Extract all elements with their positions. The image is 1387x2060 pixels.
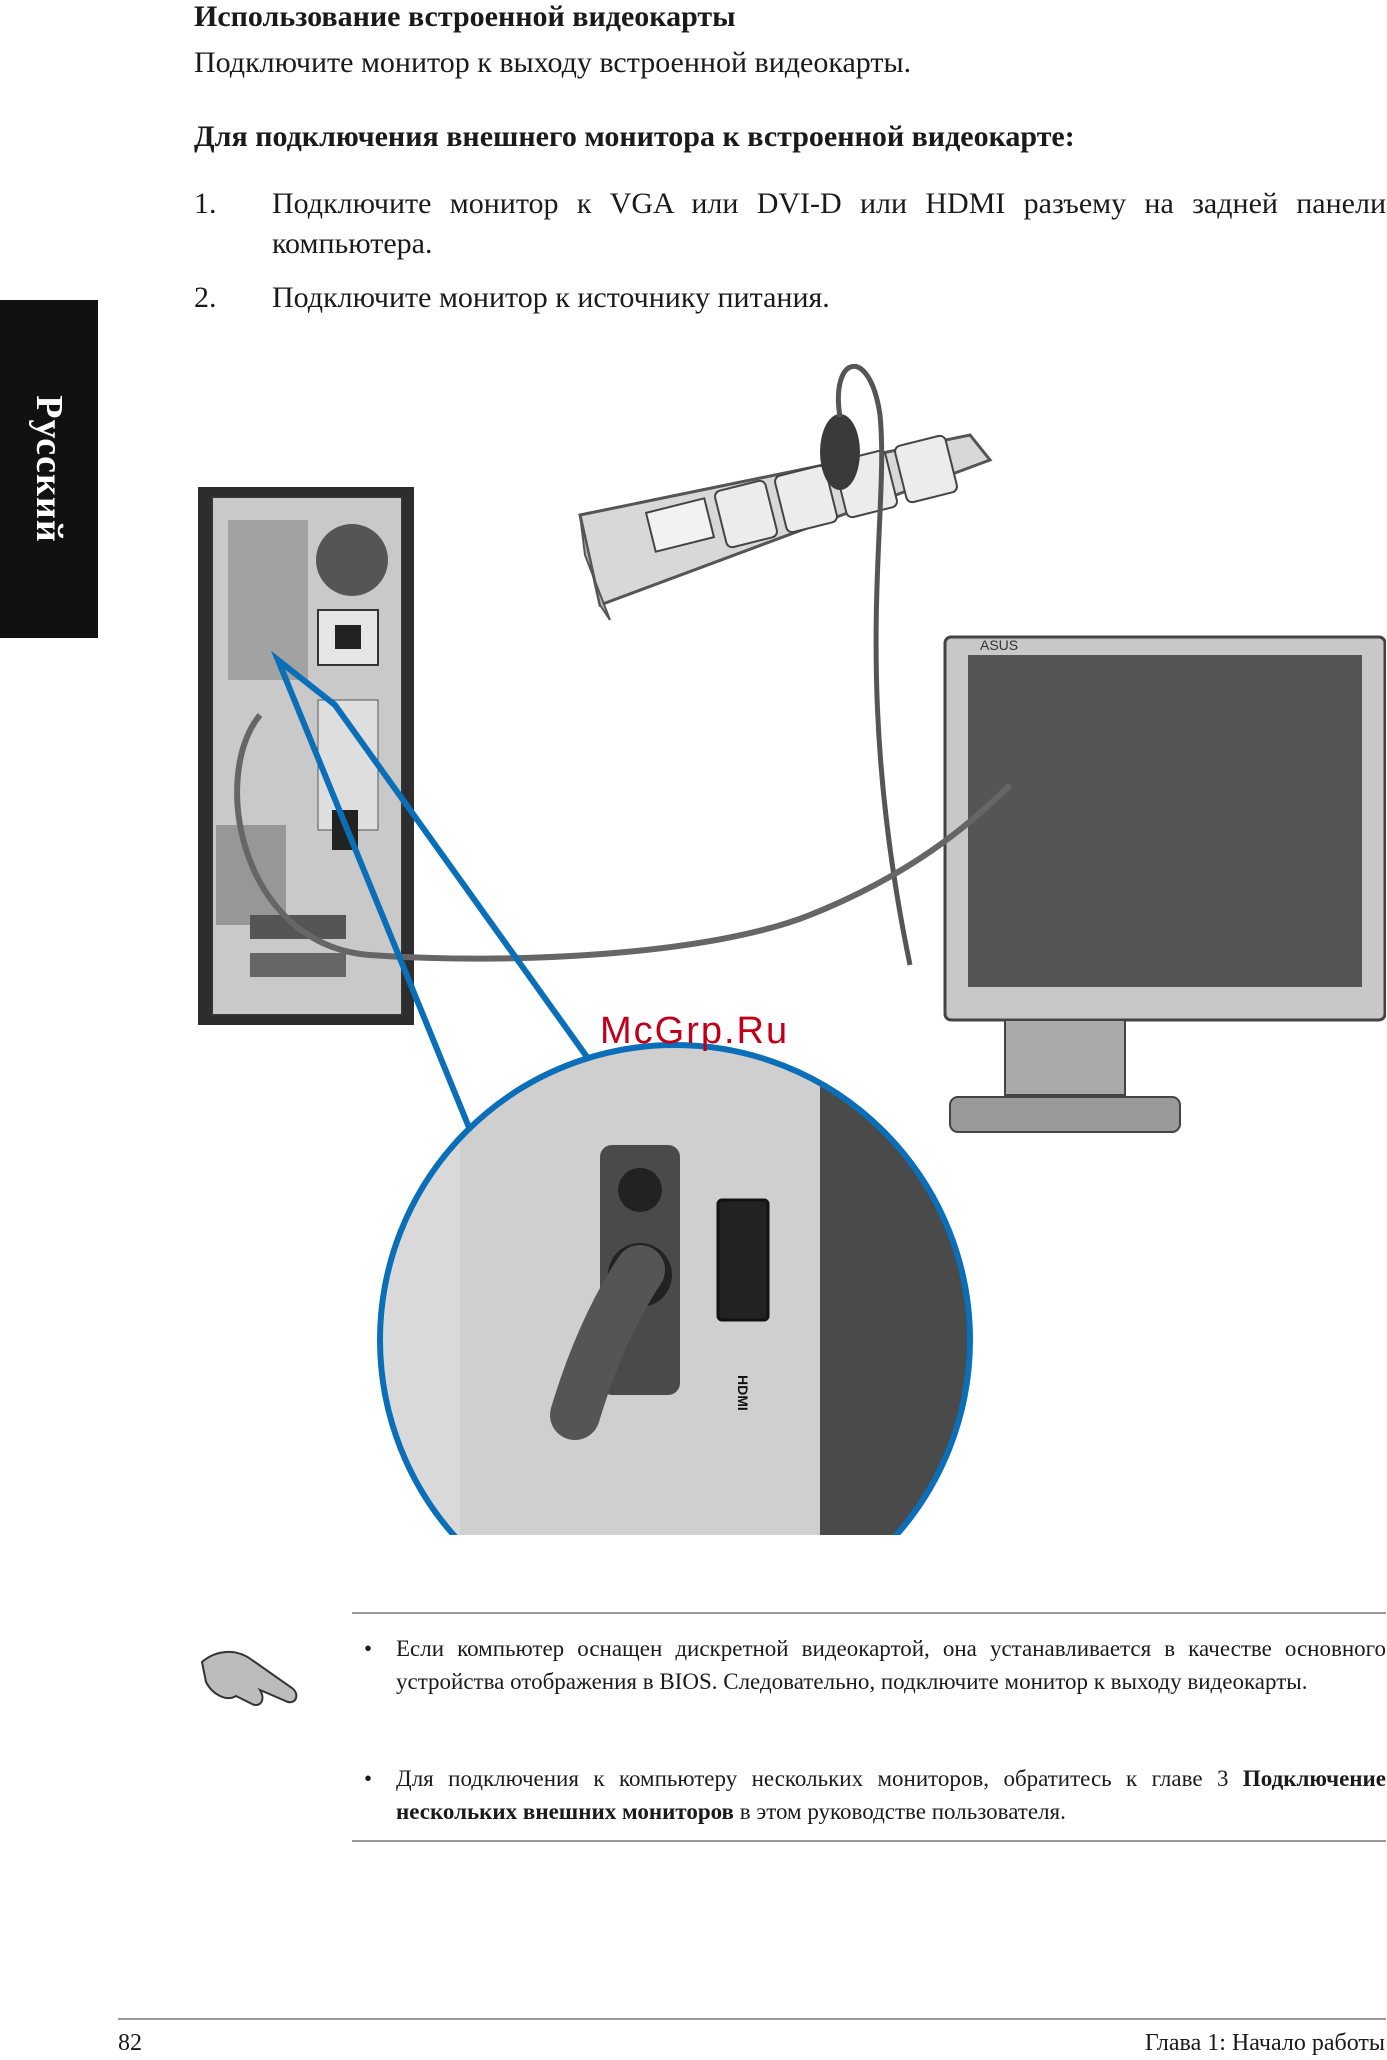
- connection-illustration: ASUS HDMI: [198, 364, 1386, 1535]
- bullet-dot: •: [364, 1766, 373, 1791]
- note-top-rule: [352, 1612, 1386, 1614]
- bullet-dot: •: [364, 1636, 373, 1661]
- language-tab-label: Русский: [28, 395, 70, 543]
- pc-back-panel: [198, 487, 414, 1025]
- step-1: 1. Подключите монитор к VGA или DVI-D ил…: [194, 184, 1386, 264]
- note-text-bold: Подключение нескольких внешних мониторов: [396, 1766, 1386, 1824]
- page-number: 82: [118, 2030, 142, 2056]
- step-text: Подключите монитор к VGA или DVI-D или H…: [272, 187, 1386, 260]
- monitor-brand: ASUS: [980, 637, 1018, 653]
- step-text: Подключите монитор к источнику питания.: [272, 281, 830, 314]
- step-number: 2.: [194, 281, 217, 314]
- language-side-tab: [0, 300, 98, 638]
- hdmi-port-label: HDMI: [735, 1375, 751, 1411]
- note-text-after: в этом руководстве пользователя.: [733, 1799, 1066, 1824]
- procedure-title: Для подключения внешнего монитора к встр…: [194, 120, 1075, 153]
- note-text: Для подключения к компьютеру нескольких …: [396, 1762, 1386, 1828]
- step-2: 2. Подключите монитор к источнику питани…: [194, 278, 1386, 318]
- section-title: Использование встроенной видеокарты: [194, 0, 736, 33]
- section-intro: Подключите монитор к выходу встроенной в…: [194, 46, 912, 79]
- watermark: McGrp.Ru: [600, 1010, 790, 1052]
- note-hand-icon: [200, 1651, 298, 1706]
- footer-rule: [118, 2018, 1386, 2020]
- video-cable: [234, 713, 1013, 962]
- note-bullet-1: • Если компьютер оснащен дискретной виде…: [364, 1632, 1386, 1732]
- power-strip: [578, 414, 993, 621]
- step-number: 1.: [194, 187, 217, 220]
- monitor: ASUS: [943, 635, 1386, 1133]
- note-bullet-2: • Для подключения к компьютеру нескольки…: [364, 1762, 1386, 1828]
- note-bottom-rule: [352, 1840, 1386, 1842]
- note-text-before: Для подключения к компьютеру нескольких …: [396, 1766, 1243, 1791]
- note-text: Если компьютер оснащен дискретной видеок…: [396, 1636, 1386, 1694]
- chapter-title: Глава 1: Начало работы: [1144, 2030, 1385, 2056]
- monitor-power-cable: [836, 364, 913, 966]
